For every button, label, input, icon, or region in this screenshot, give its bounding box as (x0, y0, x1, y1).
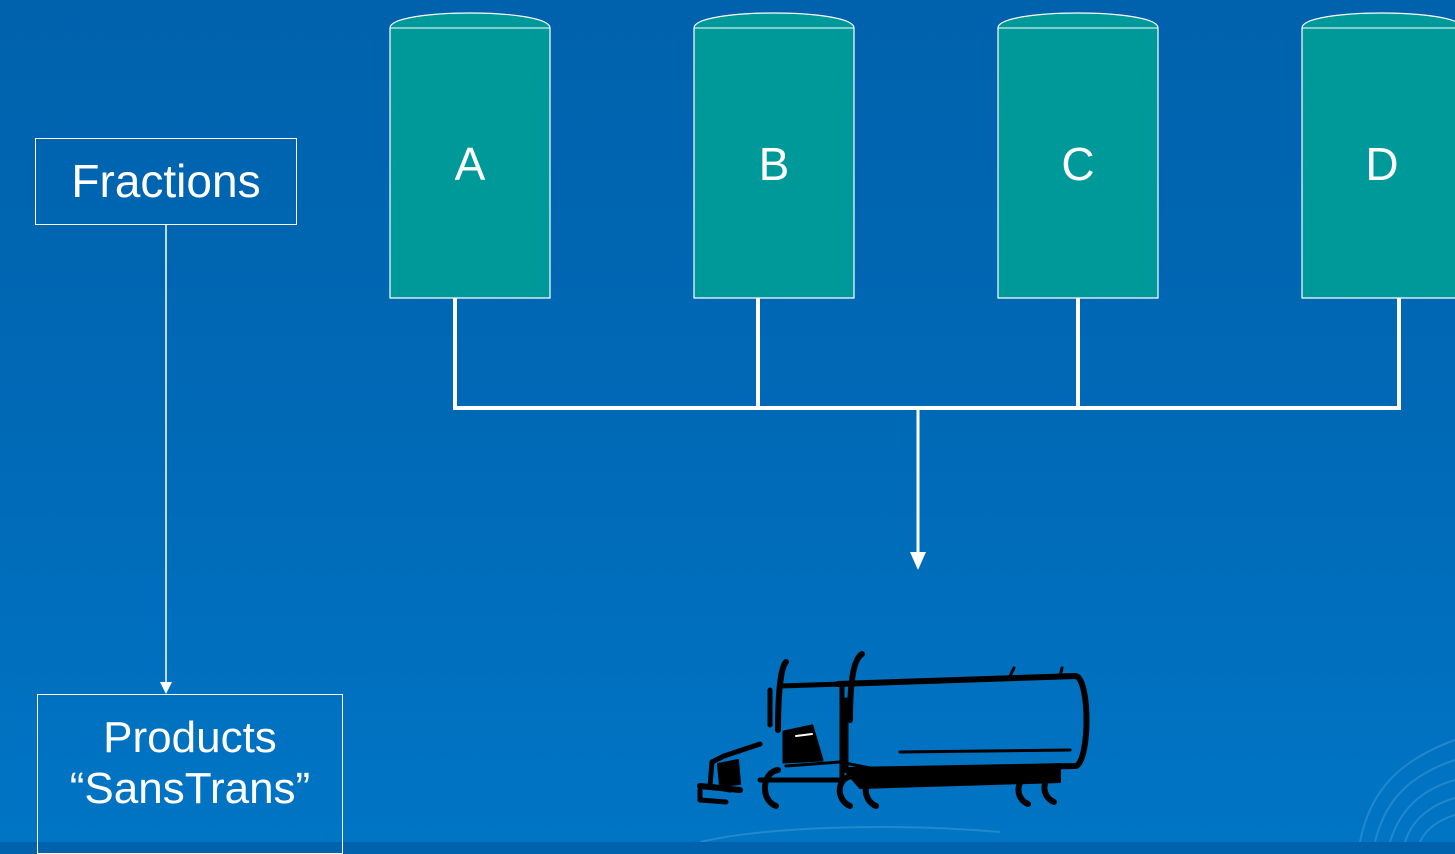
tanker-truck-icon (697, 651, 1090, 809)
tank-b-label: B (759, 138, 790, 190)
tank-b: B (693, 12, 855, 299)
tank-c-label: C (1061, 138, 1094, 190)
pipe-manifold (453, 298, 1401, 410)
products-label-line2: “SansTrans” (69, 763, 311, 813)
flow-arrow-to-truck (910, 410, 926, 570)
tank-a: A (389, 12, 551, 299)
fractions-to-products-arrow (160, 225, 172, 694)
fractions-box: Fractions (35, 138, 297, 225)
tank-d-label: D (1365, 138, 1398, 190)
fractions-label: Fractions (71, 155, 261, 208)
products-label-line1: Products (103, 713, 277, 762)
tank-d: D (1301, 12, 1455, 299)
background-swirl-decoration (699, 739, 1455, 842)
tank-a-label: A (455, 138, 486, 190)
tank-c: C (997, 12, 1159, 299)
products-box: Products “SansTrans” (37, 694, 343, 854)
